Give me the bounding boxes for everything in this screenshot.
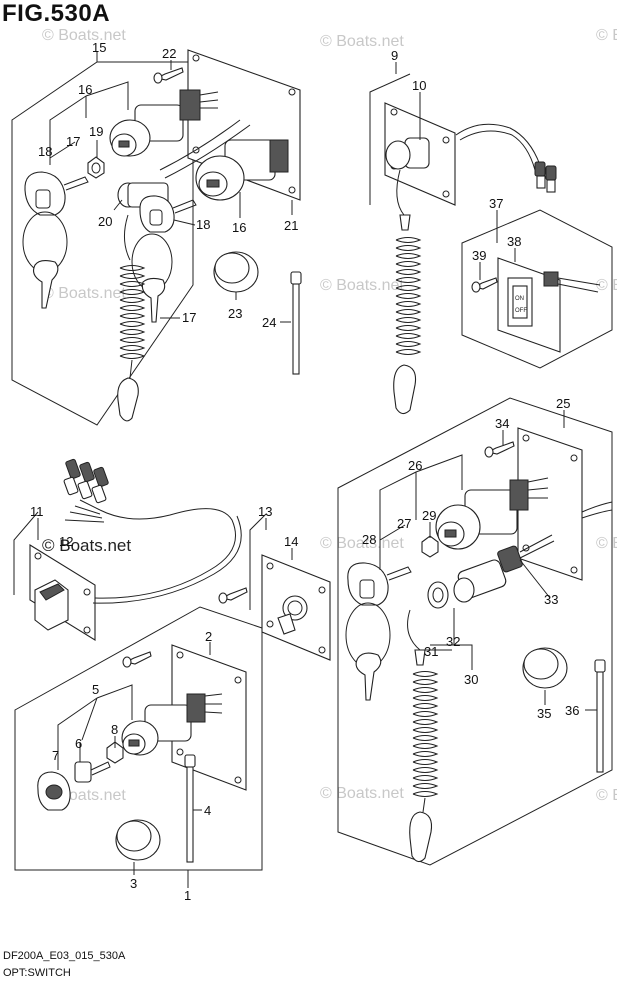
callout-16: 16 xyxy=(78,82,92,97)
callout-34: 34 xyxy=(495,416,509,431)
key-18-right xyxy=(131,195,197,323)
callout-5: 5 xyxy=(92,682,99,697)
watermark: © Boats.net xyxy=(42,27,126,44)
callout-20: 20 xyxy=(98,214,112,229)
cable-tie-24 xyxy=(290,271,302,375)
callout-22: 22 xyxy=(162,46,176,61)
key-28 xyxy=(345,562,412,701)
callout-29: 29 xyxy=(422,508,436,523)
callout-27: 27 xyxy=(397,516,411,531)
key-18-left xyxy=(22,171,89,309)
callout-10: 10 xyxy=(412,78,426,93)
group-1-frame xyxy=(14,606,263,871)
callout-33: 33 xyxy=(544,592,558,607)
callout-7: 7 xyxy=(52,748,59,763)
key-7 xyxy=(37,771,71,811)
callout-37: 37 xyxy=(489,196,503,211)
callout-9: 9 xyxy=(391,48,398,63)
watermark: © Boats.net xyxy=(42,285,126,302)
callout-18: 18 xyxy=(38,144,52,159)
callout-11: 11 xyxy=(30,504,44,519)
callout-31: 31 xyxy=(424,644,438,659)
callout-17b: 17 xyxy=(182,310,196,325)
lanyard-coil-right xyxy=(407,609,438,863)
nut-29 xyxy=(421,535,439,558)
callout-8: 8 xyxy=(111,722,118,737)
callout-17: 17 xyxy=(66,134,80,149)
figure-title: FIG.530A xyxy=(2,0,111,27)
callout-25: 25 xyxy=(556,396,570,411)
lanyard-switch-10 xyxy=(384,102,557,206)
watermark: © Boats.net xyxy=(596,535,617,552)
callout-35: 35 xyxy=(537,706,551,721)
watermark-dark: © Boats.net xyxy=(42,536,131,555)
group-37-frame xyxy=(461,209,613,369)
cable-tie-36 xyxy=(594,659,606,773)
callout-6: 6 xyxy=(75,736,82,751)
screw-13 xyxy=(218,587,248,604)
screw-34 xyxy=(484,441,515,458)
callout-39: 39 xyxy=(472,248,486,263)
key-6 xyxy=(74,761,111,783)
callout-2: 2 xyxy=(205,629,212,644)
switch-off-label: OFF xyxy=(515,308,527,314)
key-switch-upper xyxy=(109,89,219,157)
callout-36: 36 xyxy=(565,703,579,718)
callout-38: 38 xyxy=(507,234,521,249)
lanyard-coil-top xyxy=(393,169,421,415)
callout-4: 4 xyxy=(204,803,211,818)
watermark: © Boats.net xyxy=(320,33,404,50)
cap-23 xyxy=(213,251,259,293)
diagram-code: DF200A_E03_015_530A xyxy=(3,950,126,962)
cap-3 xyxy=(115,819,161,861)
watermark: © Boats.net xyxy=(596,27,617,44)
switch-harness-12 xyxy=(29,458,242,641)
callout-15: 15 xyxy=(92,40,106,55)
watermark: © Boats.net xyxy=(596,277,617,294)
switch-plate-14 xyxy=(261,554,331,661)
watermark: © Boats.net xyxy=(320,535,404,552)
group-25-frame xyxy=(337,397,613,866)
key-switch-27 xyxy=(435,477,549,550)
switch-on-label: ON xyxy=(515,296,524,302)
callout-3: 3 xyxy=(130,876,137,891)
switch-panel-38: ON OFF xyxy=(497,257,601,353)
group-9-frame xyxy=(369,73,411,205)
callout-23: 23 xyxy=(228,306,242,321)
callout-13: 13 xyxy=(258,504,272,519)
screw-2 xyxy=(122,651,152,668)
callout-30: 30 xyxy=(464,672,478,687)
ring-32 xyxy=(427,581,449,609)
cable-tie-4 xyxy=(184,754,196,863)
key-switch-5 xyxy=(121,693,223,756)
leader-lines xyxy=(37,52,597,888)
cap-35 xyxy=(522,647,568,689)
callout-16b: 16 xyxy=(232,220,246,235)
callouts: 15 16 18 17 19 22 20 16 18 21 17 23 24 9… xyxy=(30,40,579,903)
callout-28: 28 xyxy=(362,532,376,547)
callout-14: 14 xyxy=(284,534,298,549)
lanyard-coil-left xyxy=(117,214,145,422)
watermark: © Boats.net xyxy=(596,787,617,804)
group-11-frame xyxy=(13,511,39,595)
callout-19: 19 xyxy=(89,124,103,139)
callout-1: 1 xyxy=(184,888,191,903)
diagram-name: OPT:SWITCH xyxy=(3,967,71,979)
group-13-frame xyxy=(249,513,267,610)
mounting-plate-33 xyxy=(517,427,613,581)
callout-18b: 18 xyxy=(196,217,210,232)
nut-19 xyxy=(87,156,105,179)
screw-39 xyxy=(471,277,498,293)
watermark: © Boats.net xyxy=(320,785,404,802)
callout-21: 21 xyxy=(284,218,298,233)
plug-30 xyxy=(453,534,555,603)
key-switch-16 xyxy=(159,119,289,201)
screw-22 xyxy=(153,67,184,84)
callout-24: 24 xyxy=(262,315,276,330)
callout-26: 26 xyxy=(408,458,422,473)
watermark: © Boats.net xyxy=(320,277,404,294)
callout-32: 32 xyxy=(446,634,460,649)
callout-12: 12 xyxy=(59,534,73,549)
